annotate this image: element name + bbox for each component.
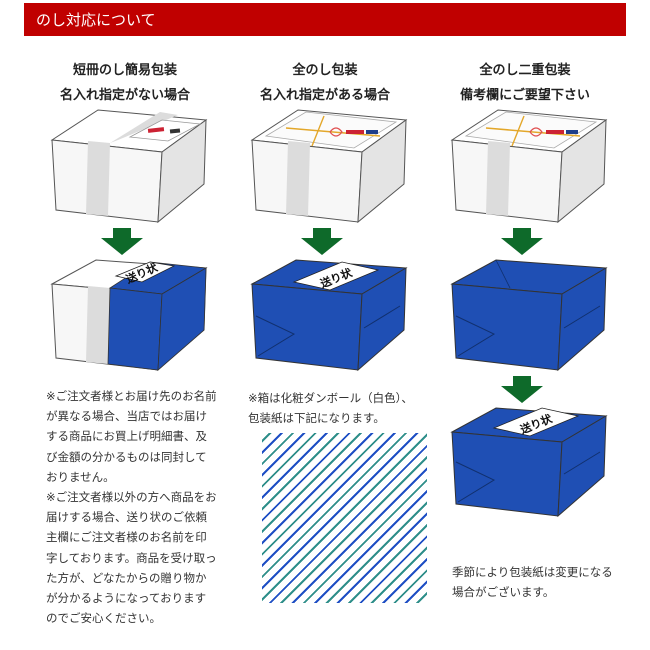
note-line: が分かるようになっております xyxy=(46,591,207,606)
section-header: のし対応について xyxy=(24,3,626,36)
down-arrow-icon xyxy=(501,376,543,403)
notes-right: 季節により包装紙は変更になる 場合がございます。 xyxy=(452,562,632,602)
white-box-strip-noshi-illustration xyxy=(50,109,208,224)
note-line: び金額の分かるものは同封して xyxy=(46,449,207,464)
note-item: ※箱は化粧ダンボール（白色）、 包装紙は下記になります。 xyxy=(248,388,438,428)
note-line: 包装紙は下記になります。 xyxy=(248,411,385,426)
note-line: 場合がございます。 xyxy=(452,585,555,600)
note-line: 届けする場合、送り状のご依頼 xyxy=(46,510,207,525)
note-line: ※箱は化粧ダンボール（白色）、 xyxy=(248,391,413,405)
note-line: た方が、どなたからの贈り物か xyxy=(46,570,207,585)
notes-middle: ※箱は化粧ダンボール（白色）、 包装紙は下記になります。 xyxy=(248,388,438,428)
column-title-3-line2: 備考欄にご要望下さい xyxy=(460,88,590,103)
notes-left: ※ご注文者様とお届け先のお名前 が異なる場合、当店ではお届け する商品にお買上げ… xyxy=(46,386,252,628)
double-wrapped-box-with-slip-illustration: 送り状 xyxy=(450,407,608,518)
column-title-1: 短冊のし簡易包装 名入れ指定がない場合 xyxy=(25,58,225,108)
column-title-3-line1: 全のし二重包装 xyxy=(479,63,571,78)
note-item: ※ご注文者様とお届け先のお名前 が異なる場合、当店ではお届け する商品にお買上げ… xyxy=(46,386,252,487)
down-arrow-icon xyxy=(301,228,343,255)
wrapping-paper-pattern xyxy=(262,433,427,603)
note-line: する商品にお買上げ明細書、及 xyxy=(46,429,207,444)
column-title-1-line1: 短冊のし簡易包装 xyxy=(72,63,177,78)
note-line: ※ご注文者様以外の方へ商品をお xyxy=(46,490,217,505)
note-line: 季節により包装紙は変更になる xyxy=(452,565,613,579)
blue-wrapped-box-illustration xyxy=(450,259,608,372)
down-arrow-icon xyxy=(501,228,543,255)
section-title: のし対応について xyxy=(36,11,156,29)
note-line: 字しております。商品を受け取っ xyxy=(46,550,217,565)
note-line: のでご安心ください。 xyxy=(46,611,161,626)
column-title-2-line1: 全のし包装 xyxy=(292,63,358,78)
note-line: 主欄にご注文者様のお名前を印 xyxy=(46,530,207,545)
white-box-full-noshi-illustration xyxy=(250,109,408,224)
column-title-3: 全のし二重包装 備考欄にご要望下さい xyxy=(425,58,625,108)
note-line: おりません。 xyxy=(46,469,115,484)
blue-wrapped-box-with-slip-illustration: 送り状 xyxy=(250,259,408,372)
column-title-1-line2: 名入れ指定がない場合 xyxy=(59,88,190,103)
half-wrapped-box-with-slip-illustration: 送り状 xyxy=(50,259,208,372)
down-arrow-icon xyxy=(101,228,143,255)
note-line: ※ご注文者様とお届け先のお名前 xyxy=(46,389,217,403)
column-title-2-line2: 名入れ指定がある場合 xyxy=(259,88,390,103)
note-line: が異なる場合、当店ではお届け xyxy=(46,409,207,424)
note-item: ※ご注文者様以外の方へ商品をお 届けする場合、送り状のご依頼 主欄にご注文者様の… xyxy=(46,487,252,628)
white-box-double-wrap-illustration xyxy=(450,109,608,224)
note-item: 季節により包装紙は変更になる 場合がございます。 xyxy=(452,562,632,602)
column-title-2: 全のし包装 名入れ指定がある場合 xyxy=(225,58,425,108)
